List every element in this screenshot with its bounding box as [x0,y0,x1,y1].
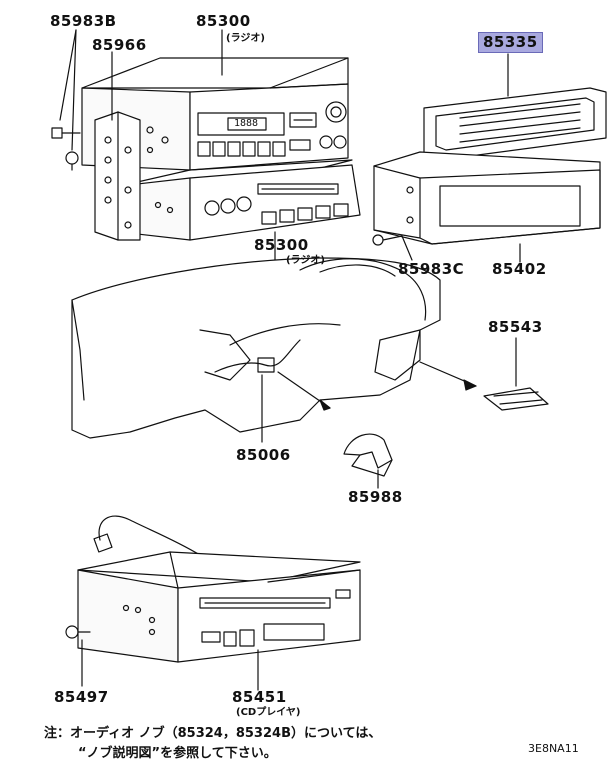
dashboard [71,257,477,443]
note-line-2: “ノブ説明図”を参照して下さい。 [78,746,277,761]
label-85300-top: 85300 [196,12,251,30]
clip-85543 [483,337,549,411]
label-85335-highlighted: 85335 [478,32,543,53]
label-85988: 85988 [348,488,403,506]
note-line-1: 注：オーディオ ノブ（85324，85324B）については、 [44,726,382,741]
label-85983b: 85983B [50,12,117,30]
label-85543: 85543 [488,318,543,336]
label-cd-player: (CDプレイヤ) [236,707,301,718]
screw-85497 [65,625,91,687]
label-85497: 85497 [54,688,109,706]
label-85300-bottom: 85300 [254,236,309,254]
diagram-code: 3E8NA11 [528,742,579,755]
label-85006: 85006 [236,446,291,464]
cd-player-85451 [77,515,361,691]
bolt-85983b [51,29,81,171]
box-85402 [373,151,601,263]
radio-display-digits: 1888 [234,118,259,129]
clamp-85988 [343,433,393,489]
screw-85983c [372,234,413,261]
label-radio-top: (ラジオ) [226,33,265,44]
label-radio-bottom: (ラジオ) [286,255,325,266]
lid-85335 [423,53,607,161]
label-85966: 85966 [92,36,147,54]
label-85451: 85451 [232,688,287,706]
bracket-85966 [94,111,141,241]
label-85402: 85402 [492,260,547,278]
radio-bottom [119,159,361,241]
label-85983c: 85983C [398,260,465,278]
